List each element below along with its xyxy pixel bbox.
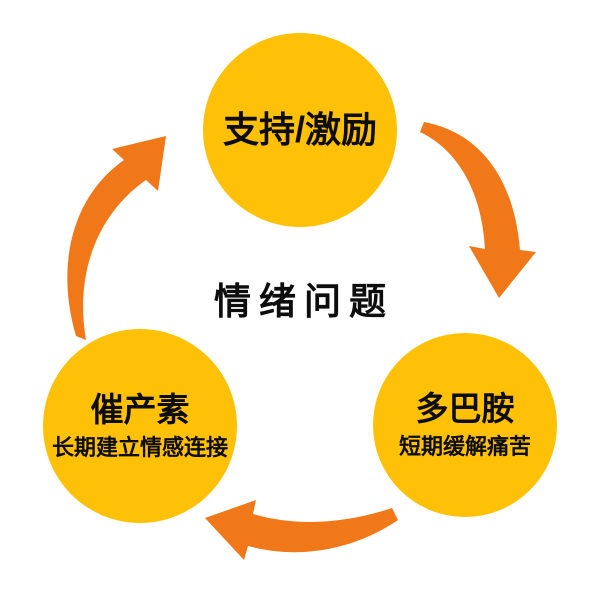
node-oxytocin: 催产素 长期建立情感连接 <box>43 329 237 523</box>
node-support-label: 支持/激励 <box>222 109 377 151</box>
node-support: 支持/激励 <box>203 33 397 227</box>
center-title: 情绪问题 <box>214 281 394 322</box>
arrow-top-to-right-icon <box>420 122 536 298</box>
node-oxytocin-sublabel: 长期建立情感连接 <box>51 434 228 460</box>
arrow-left-to-top-icon <box>67 136 166 340</box>
node-oxytocin-label: 催产素 <box>90 390 190 428</box>
node-dopamine-label: 多巴胺 <box>415 389 515 427</box>
node-dopamine: 多巴胺 短期缓解痛苦 <box>373 333 557 517</box>
node-dopamine-sublabel: 短期缓解痛苦 <box>398 433 531 459</box>
arrow-right-to-left-icon <box>205 500 398 560</box>
